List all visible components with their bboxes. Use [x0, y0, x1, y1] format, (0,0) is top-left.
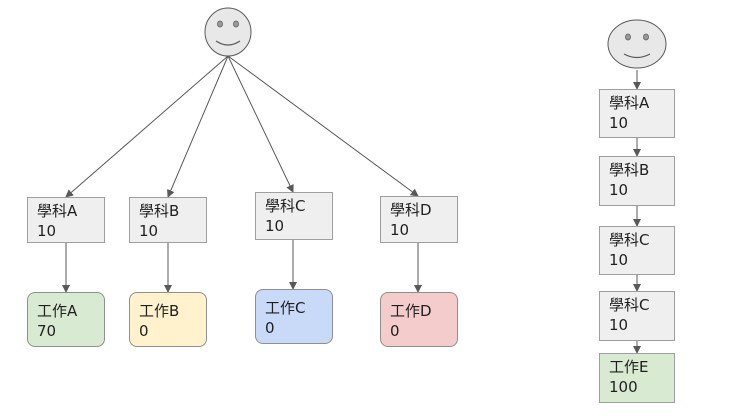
- job-node-b: 工作B 0: [129, 292, 207, 347]
- subject-value: 10: [609, 316, 629, 334]
- chain-subject-node-1: 學科A 10: [599, 89, 675, 138]
- job-label: 工作A: [37, 302, 78, 320]
- subject-node-c: 學科C 10: [255, 192, 333, 240]
- job-label: 工作B: [139, 302, 180, 320]
- job-node-a: 工作A 70: [27, 292, 105, 347]
- connector-face-to-subject-d: [227, 55, 419, 197]
- subject-value: 10: [265, 217, 285, 235]
- subject-value: 10: [139, 222, 159, 240]
- subject-node-b: 學科B 10: [129, 197, 207, 243]
- job-label: 工作E: [609, 358, 649, 376]
- subject-label: 學科A: [609, 94, 650, 112]
- chain-subject-node-4: 學科C 10: [599, 291, 675, 341]
- subject-node-a: 學科A 10: [27, 197, 105, 243]
- job-node-d: 工作D 0: [380, 292, 458, 347]
- subject-label: 學科C: [609, 231, 650, 249]
- chain-subject-node-2: 學科B 10: [599, 156, 675, 206]
- subject-value: 10: [609, 251, 629, 269]
- chain-subject-node-3: 學科C 10: [599, 226, 675, 275]
- job-value: 0: [390, 322, 400, 340]
- smiley-face-icon: [204, 7, 252, 57]
- subject-value: 10: [390, 221, 410, 239]
- connector-face-to-subject-c: [227, 55, 294, 193]
- subject-label: 學科D: [390, 201, 432, 219]
- job-label: 工作C: [265, 299, 306, 317]
- subject-label: 學科A: [37, 202, 78, 220]
- subject-label: 學科C: [265, 197, 306, 215]
- job-value: 0: [139, 322, 149, 340]
- job-value: 0: [265, 319, 275, 337]
- smiley-face-icon: [607, 19, 667, 69]
- subject-label: 學科B: [609, 161, 650, 179]
- subject-value: 10: [37, 222, 57, 240]
- connector-face-to-subject-b: [167, 55, 229, 198]
- chain-job-node-e: 工作E 100: [599, 353, 675, 403]
- connector-face-to-subject-a: [65, 55, 229, 198]
- subject-node-d: 學科D 10: [380, 196, 458, 243]
- job-value: 100: [609, 378, 638, 396]
- subject-value: 10: [609, 114, 629, 132]
- job-label: 工作D: [390, 302, 432, 320]
- job-node-c: 工作C 0: [255, 289, 333, 344]
- job-value: 70: [37, 322, 57, 340]
- subject-label: 學科C: [609, 296, 650, 314]
- subject-value: 10: [609, 181, 629, 199]
- subject-label: 學科B: [139, 202, 180, 220]
